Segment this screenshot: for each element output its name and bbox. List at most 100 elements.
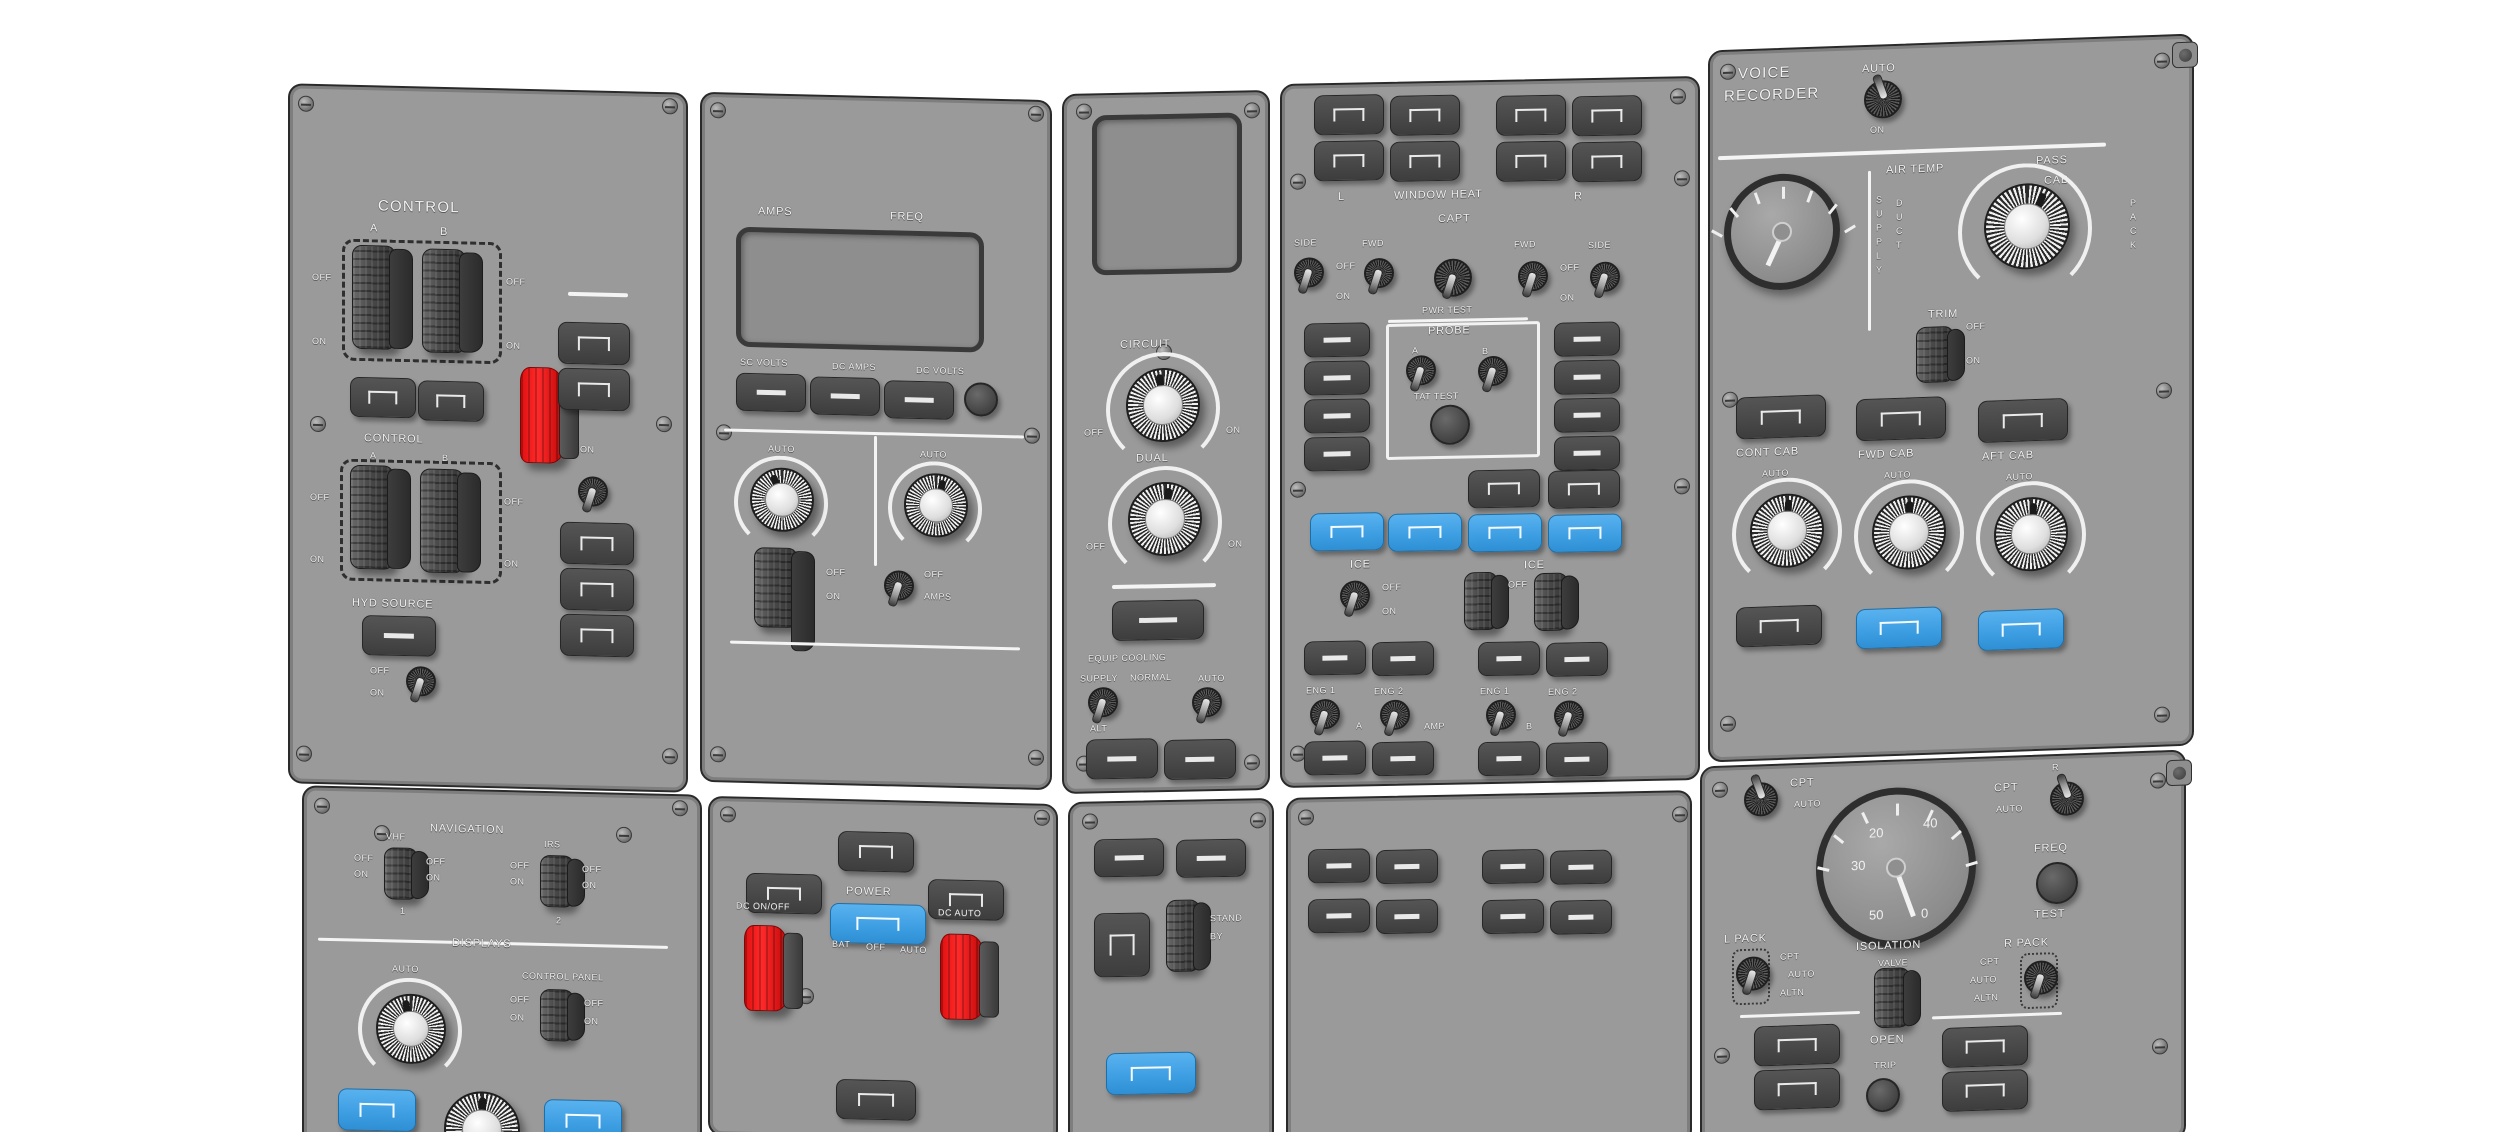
- gen-left-knob[interactable]: [750, 467, 814, 533]
- center-button[interactable]: [1112, 599, 1204, 642]
- lrs-btn-8[interactable]: [1550, 899, 1612, 935]
- wh-right-stack-4[interactable]: [1554, 435, 1620, 471]
- side-left-toggle[interactable]: [1294, 257, 1324, 295]
- power-blue-button[interactable]: [830, 902, 926, 946]
- cab-bottom-btn-3[interactable]: [1978, 608, 2064, 652]
- power-left-btn[interactable]: [746, 872, 822, 915]
- window-heat-btn-8[interactable]: [1572, 141, 1642, 183]
- nav-bottom-knob[interactable]: [444, 1090, 520, 1132]
- window-heat-btn-3[interactable]: [1496, 94, 1566, 136]
- ice-lever-1[interactable]: [1464, 571, 1509, 631]
- pack-left-btn-1[interactable]: [1754, 1023, 1840, 1067]
- hyd-source-button[interactable]: [362, 615, 436, 657]
- center-display-screen[interactable]: [1092, 112, 1242, 276]
- cont-cab-button[interactable]: [1736, 394, 1826, 440]
- sc-volts-button[interactable]: [736, 372, 806, 413]
- aux-button-1[interactable]: [558, 321, 630, 366]
- eng-toggle-3[interactable]: [1486, 699, 1516, 737]
- eng-btn-4[interactable]: [1546, 641, 1608, 677]
- wh-bottom-4[interactable]: [1546, 741, 1608, 777]
- voice-recorder-toggle[interactable]: [1864, 73, 1902, 120]
- eng-btn-3[interactable]: [1478, 641, 1540, 677]
- window-heat-btn-2[interactable]: [1390, 94, 1460, 136]
- lower-center-btn-3[interactable]: [1094, 912, 1150, 978]
- ice-blue-btn-3[interactable]: [1468, 513, 1542, 553]
- ice-lever-2[interactable]: [1534, 572, 1579, 632]
- aux-button-2[interactable]: [558, 367, 630, 412]
- power-top-btn[interactable]: [838, 830, 914, 873]
- dc-volts-button[interactable]: [884, 380, 954, 420]
- eng-btn-2[interactable]: [1372, 641, 1434, 677]
- power-bottom-btn[interactable]: [836, 1078, 916, 1121]
- misc-toggle-right[interactable]: [578, 476, 608, 514]
- wh-left-stack-2[interactable]: [1304, 360, 1370, 396]
- lrs-btn-2[interactable]: [1376, 848, 1438, 885]
- eng-toggle-1[interactable]: [1310, 698, 1340, 737]
- aft-cab-button[interactable]: [1978, 397, 2068, 444]
- ice-blue-btn-4[interactable]: [1548, 513, 1622, 553]
- vhf-lever[interactable]: [384, 847, 429, 901]
- generator-display-screen[interactable]: [736, 226, 984, 353]
- generator-ribbed-lever[interactable]: [754, 547, 815, 652]
- wh-left-stack-1[interactable]: [1304, 322, 1370, 358]
- hyd-source-toggle[interactable]: [406, 666, 436, 704]
- isolation-valve-lever[interactable]: [1874, 967, 1921, 1029]
- control-b-lever[interactable]: [422, 248, 483, 354]
- lrs-btn-1[interactable]: [1308, 848, 1370, 884]
- eng-toggle-4[interactable]: [1554, 700, 1584, 738]
- aux-button-3[interactable]: [560, 521, 634, 566]
- lower-center-btn-1[interactable]: [1094, 838, 1164, 878]
- lrs-btn-7[interactable]: [1482, 898, 1544, 935]
- cpt-right-toggle[interactable]: [2050, 772, 2084, 817]
- ice-dark-btn-2[interactable]: [1548, 469, 1620, 509]
- wh-left-stack-4[interactable]: [1304, 436, 1370, 472]
- freq-test-button[interactable]: [2036, 861, 2078, 905]
- generator-amps-toggle[interactable]: [884, 570, 914, 608]
- cab-bottom-btn-1[interactable]: [1736, 604, 1822, 648]
- control-panel-lever[interactable]: [540, 988, 585, 1042]
- equip-supply-toggle[interactable]: [1088, 686, 1118, 725]
- equip-button-2[interactable]: [1164, 738, 1236, 781]
- lower-center-blue[interactable]: [1106, 1051, 1196, 1096]
- ice-blue-btn-1[interactable]: [1310, 512, 1384, 552]
- lower-center-btn-2[interactable]: [1176, 838, 1246, 878]
- eng-toggle-2[interactable]: [1380, 699, 1410, 738]
- window-heat-btn-4[interactable]: [1572, 95, 1642, 137]
- control-pushbutton-1[interactable]: [350, 376, 416, 419]
- window-heat-btn-6[interactable]: [1390, 140, 1460, 182]
- trim-lever[interactable]: [1916, 325, 1965, 384]
- window-heat-btn-7[interactable]: [1496, 140, 1566, 182]
- ice-left-toggle[interactable]: [1340, 580, 1370, 618]
- fwd-left-toggle[interactable]: [1364, 257, 1394, 296]
- wh-bottom-2[interactable]: [1372, 741, 1434, 777]
- window-heat-btn-1[interactable]: [1314, 94, 1384, 136]
- pack-right-btn-2[interactable]: [1942, 1069, 2028, 1113]
- lrs-btn-3[interactable]: [1482, 848, 1544, 885]
- fwd-right-toggle[interactable]: [1518, 260, 1548, 299]
- eng-btn-1[interactable]: [1304, 640, 1366, 676]
- cab-bottom-btn-2[interactable]: [1856, 606, 1942, 650]
- window-heat-btn-5[interactable]: [1314, 140, 1384, 182]
- nav-blue-btn-2[interactable]: [544, 1098, 622, 1132]
- ice-blue-btn-2[interactable]: [1388, 512, 1462, 552]
- wh-left-stack-3[interactable]: [1304, 398, 1370, 434]
- generator-reset-button[interactable]: [964, 382, 998, 417]
- aux-button-4[interactable]: [560, 567, 634, 612]
- control-a-lever[interactable]: [352, 244, 413, 350]
- aux-button-5[interactable]: [560, 613, 634, 658]
- equip-auto-toggle[interactable]: [1192, 686, 1222, 725]
- control2-a-lever[interactable]: [350, 464, 411, 570]
- control-pushbutton-2[interactable]: [418, 380, 484, 422]
- displays-knob[interactable]: [376, 993, 446, 1065]
- irs-lever[interactable]: [540, 854, 585, 908]
- wh-bottom-1[interactable]: [1304, 740, 1366, 776]
- lrs-btn-5[interactable]: [1308, 898, 1370, 934]
- lrs-btn-4[interactable]: [1550, 849, 1612, 885]
- lrs-btn-6[interactable]: [1376, 898, 1438, 935]
- power-red-lever-left[interactable]: [744, 924, 803, 1012]
- pwr-test-toggle[interactable]: [1434, 258, 1472, 300]
- pack-right-btn-1[interactable]: [1942, 1025, 2028, 1069]
- lower-center-lever[interactable]: [1166, 899, 1211, 973]
- side-right-toggle[interactable]: [1590, 261, 1620, 299]
- pack-left-btn-2[interactable]: [1754, 1067, 1840, 1111]
